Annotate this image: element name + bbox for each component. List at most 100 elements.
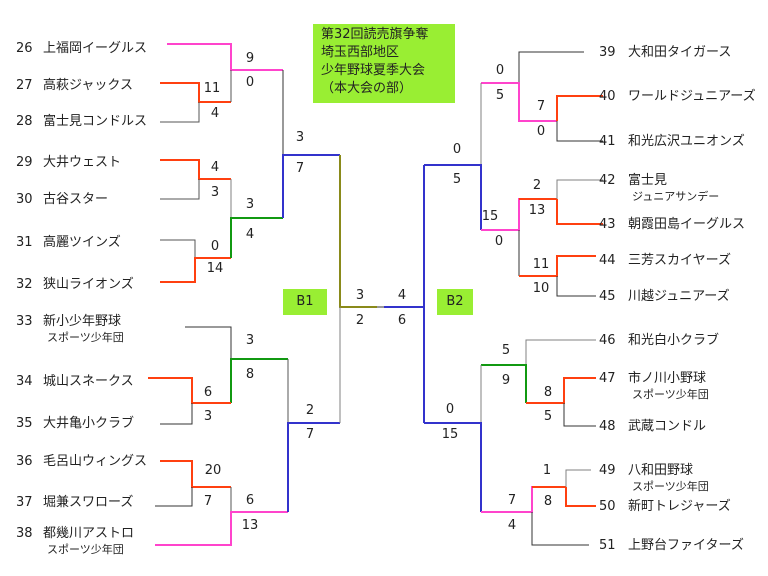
team-number: 37 [16, 495, 33, 510]
score: 5 [543, 409, 553, 424]
line-28 [160, 102, 200, 123]
team-number: 48 [599, 419, 616, 434]
team-name: 三芳スカイヤーズ [628, 253, 731, 268]
score: 7 [507, 493, 517, 508]
score: 0 [452, 142, 462, 157]
team-name: 朝霞田島イーグルス [628, 217, 746, 232]
line-48 [563, 403, 596, 427]
team-name: 新小少年野球 [43, 314, 122, 329]
score: 5 [501, 343, 511, 358]
team-number: 51 [599, 538, 616, 553]
score: 2 [355, 313, 365, 328]
team-number: 42 [599, 173, 616, 188]
line-51 [531, 512, 589, 546]
team-number: 33 [16, 314, 33, 329]
team-number: 26 [16, 41, 33, 56]
team-name: 市ノ川小野球 [628, 371, 707, 386]
line-31 [160, 239, 196, 258]
team-number: 40 [599, 89, 616, 104]
team-name-sub: ジュニアサンデー [632, 190, 720, 203]
team-name: 上福岡イーグルス [43, 41, 148, 56]
score: 0 [210, 239, 220, 254]
score: 7 [536, 99, 546, 114]
team-name: 高麗ツインズ [43, 235, 121, 250]
team-number: 30 [16, 192, 33, 207]
score: 3 [203, 409, 213, 424]
line-42 [556, 179, 603, 199]
team-number: 29 [16, 155, 33, 170]
score: 11 [203, 81, 221, 96]
team-name: 毛呂山ウィングス [43, 454, 148, 469]
score: 2 [532, 178, 542, 193]
team-number: 36 [16, 454, 33, 469]
line-47 [526, 377, 596, 404]
line-43 [556, 199, 603, 225]
team-name: 和光広沢ユニオンズ [628, 134, 745, 149]
team-number: 38 [16, 526, 33, 541]
score: 6 [397, 313, 407, 328]
line-50 [565, 487, 596, 507]
team-name: 武蔵コンドル [628, 419, 707, 434]
team-number: 46 [599, 333, 616, 348]
line-40 [556, 95, 603, 121]
score: 20 [204, 463, 222, 478]
score: 4 [507, 518, 517, 533]
team-number: 44 [599, 253, 616, 268]
score: 7 [305, 427, 315, 442]
team-number: 41 [599, 134, 616, 149]
line-39 [518, 51, 584, 83]
line-38 [155, 511, 288, 546]
score: 3 [245, 333, 255, 348]
title-line: （本大会の部） [321, 81, 413, 96]
title-line: 埼玉西部地区 [321, 45, 400, 60]
line-29 [160, 159, 231, 180]
block-b2-label: B2 [437, 289, 473, 315]
score: 0 [495, 63, 505, 78]
team-name: 八和田野球 [628, 463, 694, 478]
title-line: 少年野球夏季大会 [321, 63, 426, 78]
score: 3 [245, 197, 255, 212]
team-name: 上野台ファイターズ [628, 538, 744, 553]
line-27 [160, 82, 231, 103]
score: 3 [355, 288, 365, 303]
score: 4 [210, 160, 220, 175]
team-name: ワールドジュニアーズ [628, 89, 756, 104]
score: 7 [295, 161, 305, 176]
team-number: 45 [599, 289, 616, 304]
team-name: 川越ジュニアーズ [628, 289, 730, 304]
score: 9 [245, 51, 255, 66]
team-name: 大和田タイガース [628, 45, 732, 60]
team-number: 50 [599, 499, 616, 514]
team-number: 39 [599, 45, 616, 60]
line-37 [155, 487, 193, 507]
line-33 [185, 326, 232, 359]
line-b1-final [339, 155, 377, 308]
team-name: 和光白小クラブ [628, 333, 720, 348]
score: 1 [542, 463, 552, 478]
title-line: 第32回読売旗争奪 [321, 27, 429, 42]
team-name: 都幾川アストロ [43, 526, 135, 541]
team-name: 新町トレジャーズ [628, 499, 731, 514]
score: 15 [481, 209, 499, 224]
line-26 [167, 43, 283, 71]
score: 11 [532, 257, 550, 272]
line-49 [565, 469, 591, 487]
team-number: 47 [599, 371, 616, 386]
line-34 [148, 377, 231, 404]
score: 4 [397, 288, 407, 303]
score: 0 [245, 75, 255, 90]
team-number: 35 [16, 416, 33, 431]
score: 0 [494, 234, 504, 249]
score: 6 [203, 385, 213, 400]
team-number: 31 [16, 235, 33, 250]
team-name: 古谷スター [43, 192, 109, 207]
score: 8 [245, 367, 255, 382]
team-number: 49 [599, 463, 616, 478]
team-number: 27 [16, 78, 33, 93]
score: 3 [210, 185, 220, 200]
line-35 [160, 403, 193, 425]
score: 8 [543, 494, 553, 509]
score: 8 [543, 385, 553, 400]
score: 4 [245, 227, 255, 242]
